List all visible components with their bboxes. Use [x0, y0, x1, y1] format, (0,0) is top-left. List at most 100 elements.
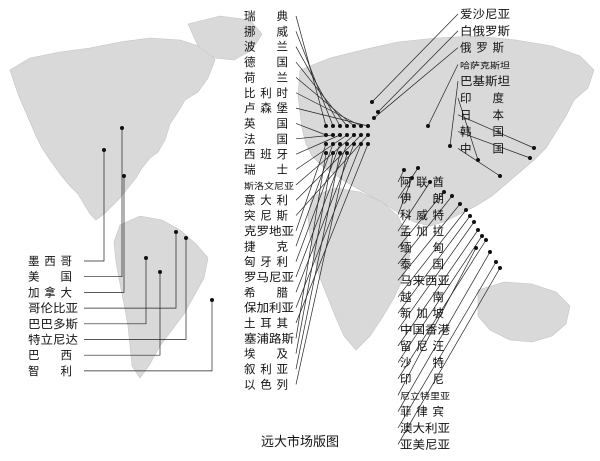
leader-line: [295, 15, 327, 127]
location-dot: [324, 142, 328, 146]
country-label: 哈萨克斯坦: [460, 60, 511, 71]
location-dot: [532, 146, 536, 150]
leader-line: [427, 64, 459, 127]
leader-line: [397, 247, 477, 396]
leader-line: [449, 81, 459, 147]
location-dot: [158, 270, 162, 274]
country-label: 孟加拉: [400, 224, 445, 238]
leader-line: [295, 152, 341, 370]
location-dot: [528, 156, 532, 160]
leader-line: [397, 267, 501, 445]
leader-line: [295, 152, 334, 354]
location-dot: [338, 142, 342, 146]
leader-line: [84, 232, 177, 309]
country-label: 俄罗斯: [460, 41, 505, 55]
location-dot: [352, 124, 356, 128]
leader-line: [397, 181, 431, 232]
leader-line: [295, 46, 341, 127]
leader-line: [84, 238, 187, 340]
landmass-north-america: [9, 37, 216, 221]
location-dot: [484, 238, 488, 242]
country-label: 德国: [244, 55, 288, 69]
leader-line: [397, 239, 487, 379]
location-dot: [498, 266, 502, 270]
location-dot: [468, 214, 472, 218]
leader-line: [397, 235, 483, 363]
location-dot: [345, 151, 349, 155]
leader-line: [397, 251, 491, 412]
leader-line: [295, 143, 355, 293]
leader-line: [373, 47, 459, 119]
landmass-australia: [477, 281, 571, 343]
location-dot: [464, 208, 468, 212]
country-label: 新加坡: [400, 306, 445, 320]
location-dot: [476, 158, 480, 162]
location-dot: [102, 148, 106, 152]
country-label: 泰国: [400, 257, 444, 271]
location-dot: [324, 133, 328, 137]
leader-line: [397, 167, 419, 199]
country-label: 特立尼达: [28, 333, 79, 347]
country-label: 白俄罗斯: [460, 24, 511, 38]
country-label: 中国香港: [400, 323, 451, 337]
landmass-south-america: [113, 215, 209, 379]
location-dot: [359, 124, 363, 128]
leader-line: [397, 169, 405, 183]
leader-line: [397, 203, 461, 281]
location-dot: [416, 166, 420, 170]
location-dot: [210, 298, 214, 302]
leader-line: [397, 195, 453, 265]
location-dot: [370, 100, 374, 104]
country-label: 越南: [400, 290, 444, 304]
location-dot: [410, 176, 414, 180]
landmass-greenland: [187, 15, 263, 61]
leader-line: [457, 131, 531, 159]
location-dot: [184, 236, 188, 240]
country-label: 英国: [244, 116, 288, 130]
leader-line: [397, 209, 467, 298]
leader-line: [295, 134, 341, 155]
leader-lines: [84, 13, 535, 445]
location-dot: [359, 142, 363, 146]
country-label: 瑞士: [244, 163, 288, 177]
leader-line: [295, 143, 369, 324]
leader-line: [295, 143, 327, 232]
leader-line: [397, 191, 445, 248]
leader-line: [295, 134, 369, 216]
country-label: 哥伦比亚: [28, 301, 78, 315]
leader-line: [295, 152, 348, 385]
country-label: 科威特: [400, 208, 445, 222]
location-dot: [345, 124, 349, 128]
location-dot: [324, 124, 328, 128]
country-label: 留尼汪: [400, 339, 444, 353]
leader-line: [84, 150, 105, 262]
country-label: 意大利: [244, 193, 288, 207]
country-label: 叙利亚: [244, 362, 288, 376]
location-dot: [345, 133, 349, 137]
leader-line: [397, 261, 497, 429]
leader-line: [295, 134, 348, 170]
country-label: 亚美尼亚: [400, 437, 450, 451]
leader-line: [295, 143, 334, 247]
country-label: 法国: [244, 132, 288, 146]
country-label: 匈牙利: [244, 255, 288, 269]
leader-line: [84, 300, 213, 372]
leader-line: [371, 13, 459, 103]
location-dot: [442, 190, 446, 194]
country-label: 挪威: [244, 24, 289, 38]
leader-line: [397, 215, 471, 314]
map-caption: 远大市场版图: [261, 434, 339, 450]
country-label: 巴西: [28, 348, 72, 362]
leader-line: [295, 31, 334, 127]
leader-line: [397, 177, 413, 215]
country-label: 美国: [28, 270, 72, 284]
country-label: 比利时: [244, 86, 289, 100]
country-label: 塞浦路斯: [244, 331, 295, 345]
location-dot: [331, 133, 335, 137]
location-dot: [494, 260, 498, 264]
location-dot: [338, 133, 342, 137]
country-label: 波兰: [244, 40, 288, 54]
country-label: 希腊: [244, 285, 289, 299]
leader-line: [457, 97, 479, 161]
